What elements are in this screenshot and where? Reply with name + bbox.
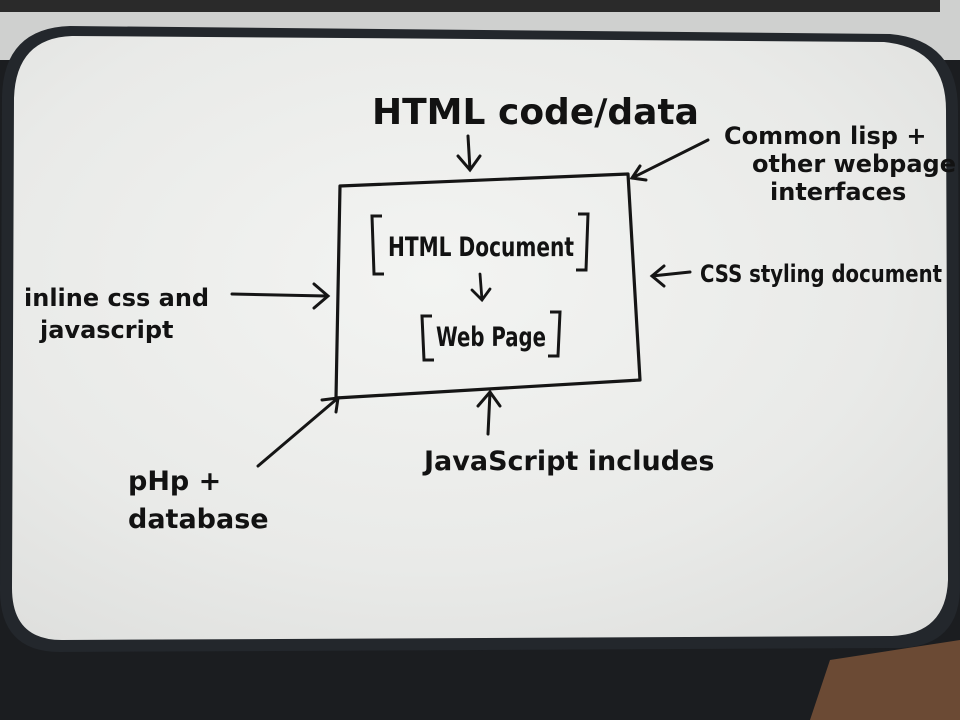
arrow-right	[230, 282, 331, 310]
bracket-close	[548, 310, 562, 358]
label-css-styling: CSS styling document	[700, 260, 942, 288]
label-html-document: HTML Document	[388, 232, 574, 263]
central-box	[334, 172, 642, 400]
wood-corner	[810, 640, 960, 720]
label-javascript-includes: JavaScript includes	[422, 446, 714, 477]
label-javascript: javascript	[39, 316, 174, 344]
arrow-up-right	[256, 396, 340, 468]
label-html-code-data: HTML code/data	[372, 92, 699, 133]
arrow-up	[476, 389, 502, 436]
top-edge	[0, 0, 940, 12]
bracket-open	[370, 214, 384, 276]
label-database: database	[128, 504, 269, 535]
label-web-page: Web Page	[436, 322, 546, 353]
label-common-lisp: Common lisp +	[724, 122, 926, 150]
label-inline-css: inline css and	[24, 284, 209, 312]
label-interfaces: interfaces	[770, 178, 906, 206]
arrow-down-left	[629, 138, 710, 182]
arrow-down	[456, 134, 482, 173]
label-other-webpage: other webpage	[752, 150, 956, 178]
bracket-close	[576, 212, 590, 272]
label-php: pHp +	[128, 466, 221, 497]
arrow-left	[649, 264, 692, 288]
arrow-down	[470, 272, 492, 303]
bracket-open	[420, 314, 434, 362]
board-surface	[12, 36, 948, 640]
